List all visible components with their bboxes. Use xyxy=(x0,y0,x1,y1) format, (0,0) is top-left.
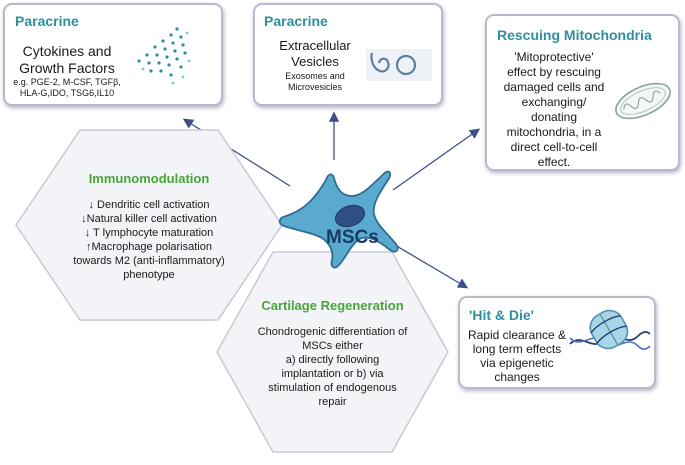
immunomodulation-list: ↓ Dendritic cell activation ↓Natural kil… xyxy=(14,198,284,282)
mitochondria-line: direct cell-to-cell xyxy=(510,140,598,154)
mitochondria-line: effect by rescuing xyxy=(507,65,601,79)
hit-and-die-box: 'Hit & Die' Rapid clearance & long term … xyxy=(458,296,656,389)
vesicles-heading-line2: Vesicles xyxy=(291,54,339,69)
cytokines-detail-line1: e.g. PGE-2, M-CSF, TGFβ, xyxy=(13,77,121,87)
mitochondria-line: effect. xyxy=(537,155,571,169)
cartilage-line: a) directly following xyxy=(285,354,380,366)
arrow-to-mitochondria xyxy=(392,128,481,191)
mitochondria-box: Rescuing Mitochondria 'Mitoprotective' e… xyxy=(485,14,680,171)
mitochondria-title: Rescuing Mitochondria xyxy=(497,27,652,43)
vesicles-heading-line1: Extracellular xyxy=(279,38,351,53)
cartilage-title: Cartilage Regeneration xyxy=(261,298,404,313)
hit-and-die-line: long term effects xyxy=(472,342,562,356)
cartilage-line: repair xyxy=(318,396,347,408)
immunomodulation-item: ↓Natural killer cell activation xyxy=(81,213,217,225)
paracrine-vesicles-box: Paracrine Extracellular Vesicles Exosome… xyxy=(253,3,443,106)
cartilage-line: stimulation of endogenous xyxy=(268,382,397,394)
immunomodulation-item: ↑Macrophage polarisation xyxy=(86,241,212,253)
cytokines-detail-line2: HLA-G,IDO, TSG6,IL10 xyxy=(19,88,115,98)
cartilage-line: Chondrogenic differentiation of xyxy=(257,326,408,338)
msc-label: MSCs xyxy=(326,227,379,248)
cytokine-dots-icon xyxy=(137,27,191,85)
cartilage-line: MSCs either xyxy=(302,340,363,352)
immunomodulation-title: Immunomodulation xyxy=(88,171,210,186)
vesicle-icon-panel xyxy=(366,49,432,81)
hit-and-die-description: Rapid clearance & long term effects via … xyxy=(466,328,568,384)
hit-and-die-line: Rapid clearance & xyxy=(467,328,567,342)
paracrine-cytokines-title: Paracrine xyxy=(15,13,79,29)
immunomodulation-item: towards M2 (anti-inflammatory) xyxy=(73,255,225,267)
cartilage-list: Chondrogenic differentiation of MSCs eit… xyxy=(215,325,450,409)
hit-and-die-line: changes xyxy=(494,370,540,384)
cytokines-heading-line1: Cytokines and xyxy=(22,43,112,59)
vesicle-icon xyxy=(370,52,417,76)
vesicles-detail-line1: Exosomes and xyxy=(285,71,345,81)
mitochondria-line: mitochondria, in a xyxy=(506,125,602,139)
immunomodulation-item: ↓ T lymphocyte maturation xyxy=(84,227,214,239)
immunomodulation-item: phenotype xyxy=(123,269,175,281)
mitochondria-line: 'Mitoprotective' xyxy=(514,50,594,64)
hit-and-die-title: 'Hit & Die' xyxy=(469,307,534,323)
mitochondria-line: damaged cells and xyxy=(503,80,605,94)
vesicles-detail-line2: Microvesicles xyxy=(287,82,342,92)
paracrine-vesicles-title: Paracrine xyxy=(264,13,328,29)
mitochondria-line: exchanging/ xyxy=(521,95,587,109)
hit-and-die-line: via epigenetic xyxy=(480,356,554,370)
immunomodulation-item: ↓ Dendritic cell activation xyxy=(88,199,210,211)
paracrine-cytokines-box: Paracrine Cytokines and Growth Factors e… xyxy=(3,3,223,106)
cartilage-line: implantation or b) via xyxy=(281,368,384,380)
cytokines-heading-line2: Growth Factors xyxy=(19,60,115,76)
mitochondria-line: donating xyxy=(530,110,578,124)
msc-cell-icon xyxy=(278,170,399,269)
mitochondrion-icon xyxy=(615,82,671,120)
mitochondria-description: 'Mitoprotective' effect by rescuing dama… xyxy=(491,50,617,170)
immunomodulation-hexagon xyxy=(15,129,283,321)
dna-nucleosome-icon xyxy=(569,309,651,350)
